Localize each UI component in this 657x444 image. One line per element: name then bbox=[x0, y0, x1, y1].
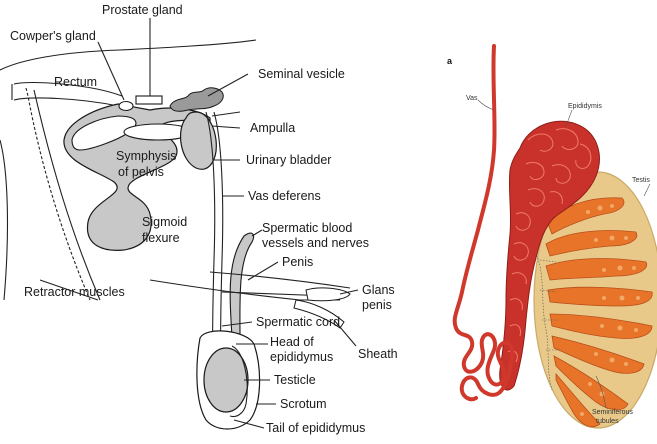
leader-testis bbox=[644, 184, 650, 196]
label-spermatic-blood-2: vessels and nerves bbox=[262, 236, 369, 250]
label-glans-2: penis bbox=[362, 298, 392, 312]
label-vas: Vas bbox=[466, 95, 478, 102]
label-testicle: Testicle bbox=[274, 373, 316, 387]
leader-ampulla bbox=[212, 126, 240, 128]
label-sigmoid-2: flexure bbox=[142, 231, 180, 245]
label-sheath: Sheath bbox=[358, 347, 398, 361]
right-anatomy-diagram: a bbox=[447, 46, 657, 428]
label-vas-deferens: Vas deferens bbox=[248, 189, 321, 203]
tubule-lobe bbox=[548, 287, 652, 306]
label-scrotum: Scrotum bbox=[280, 397, 327, 411]
label-ampulla: Ampulla bbox=[250, 121, 295, 135]
label-spermatic-blood-1: Spermatic blood bbox=[262, 221, 352, 235]
label-seminiferous-2: tubules bbox=[596, 418, 619, 425]
body-contour-top bbox=[0, 40, 256, 70]
leader-seminal bbox=[208, 74, 248, 96]
label-spermatic-cord: Spermatic cord bbox=[256, 315, 340, 329]
label-epididymis: Epididymis bbox=[568, 103, 602, 110]
vas-tube-loop bbox=[462, 377, 500, 399]
ampulla-connector bbox=[212, 112, 240, 116]
label-symphysis-1: Symphysis bbox=[116, 149, 176, 163]
label-retractor-muscles: Retractor muscles bbox=[24, 285, 125, 299]
label-testis: Testis bbox=[632, 177, 650, 184]
cowpers-gland-shape bbox=[119, 102, 133, 111]
label-cowpers-gland: Cowper's gland bbox=[10, 29, 96, 43]
label-penis: Penis bbox=[282, 255, 313, 269]
label-urinary-bladder: Urinary bladder bbox=[246, 153, 331, 167]
label-glans-1: Glans bbox=[362, 283, 395, 297]
label-seminal-vesicle: Seminal vesicle bbox=[258, 67, 345, 81]
panel-letter: a bbox=[447, 56, 453, 66]
left-anatomy-diagram: Prostate gland Cowper's gland Rectum Sem… bbox=[0, 3, 398, 435]
seminal-vesicle-shape bbox=[170, 88, 223, 111]
label-sigmoid-1: Sigmoid bbox=[142, 215, 187, 229]
label-head-epi-2: epididymus bbox=[270, 350, 333, 364]
label-rectum: Rectum bbox=[54, 75, 97, 89]
label-seminiferous-1: Seminiferous bbox=[592, 409, 633, 416]
label-tail-of-epididymus: Tail of epididymus bbox=[266, 421, 365, 435]
body-contour-left bbox=[0, 140, 7, 300]
glans-penis-shape bbox=[306, 288, 350, 301]
label-prostate-gland: Prostate gland bbox=[102, 3, 183, 17]
label-symphysis-2: of pelvis bbox=[118, 165, 164, 179]
leader-blood bbox=[252, 230, 262, 236]
prostate-gland-shape bbox=[136, 96, 162, 104]
label-head-epi-1: Head of bbox=[270, 335, 314, 349]
leader-vas bbox=[478, 100, 494, 110]
